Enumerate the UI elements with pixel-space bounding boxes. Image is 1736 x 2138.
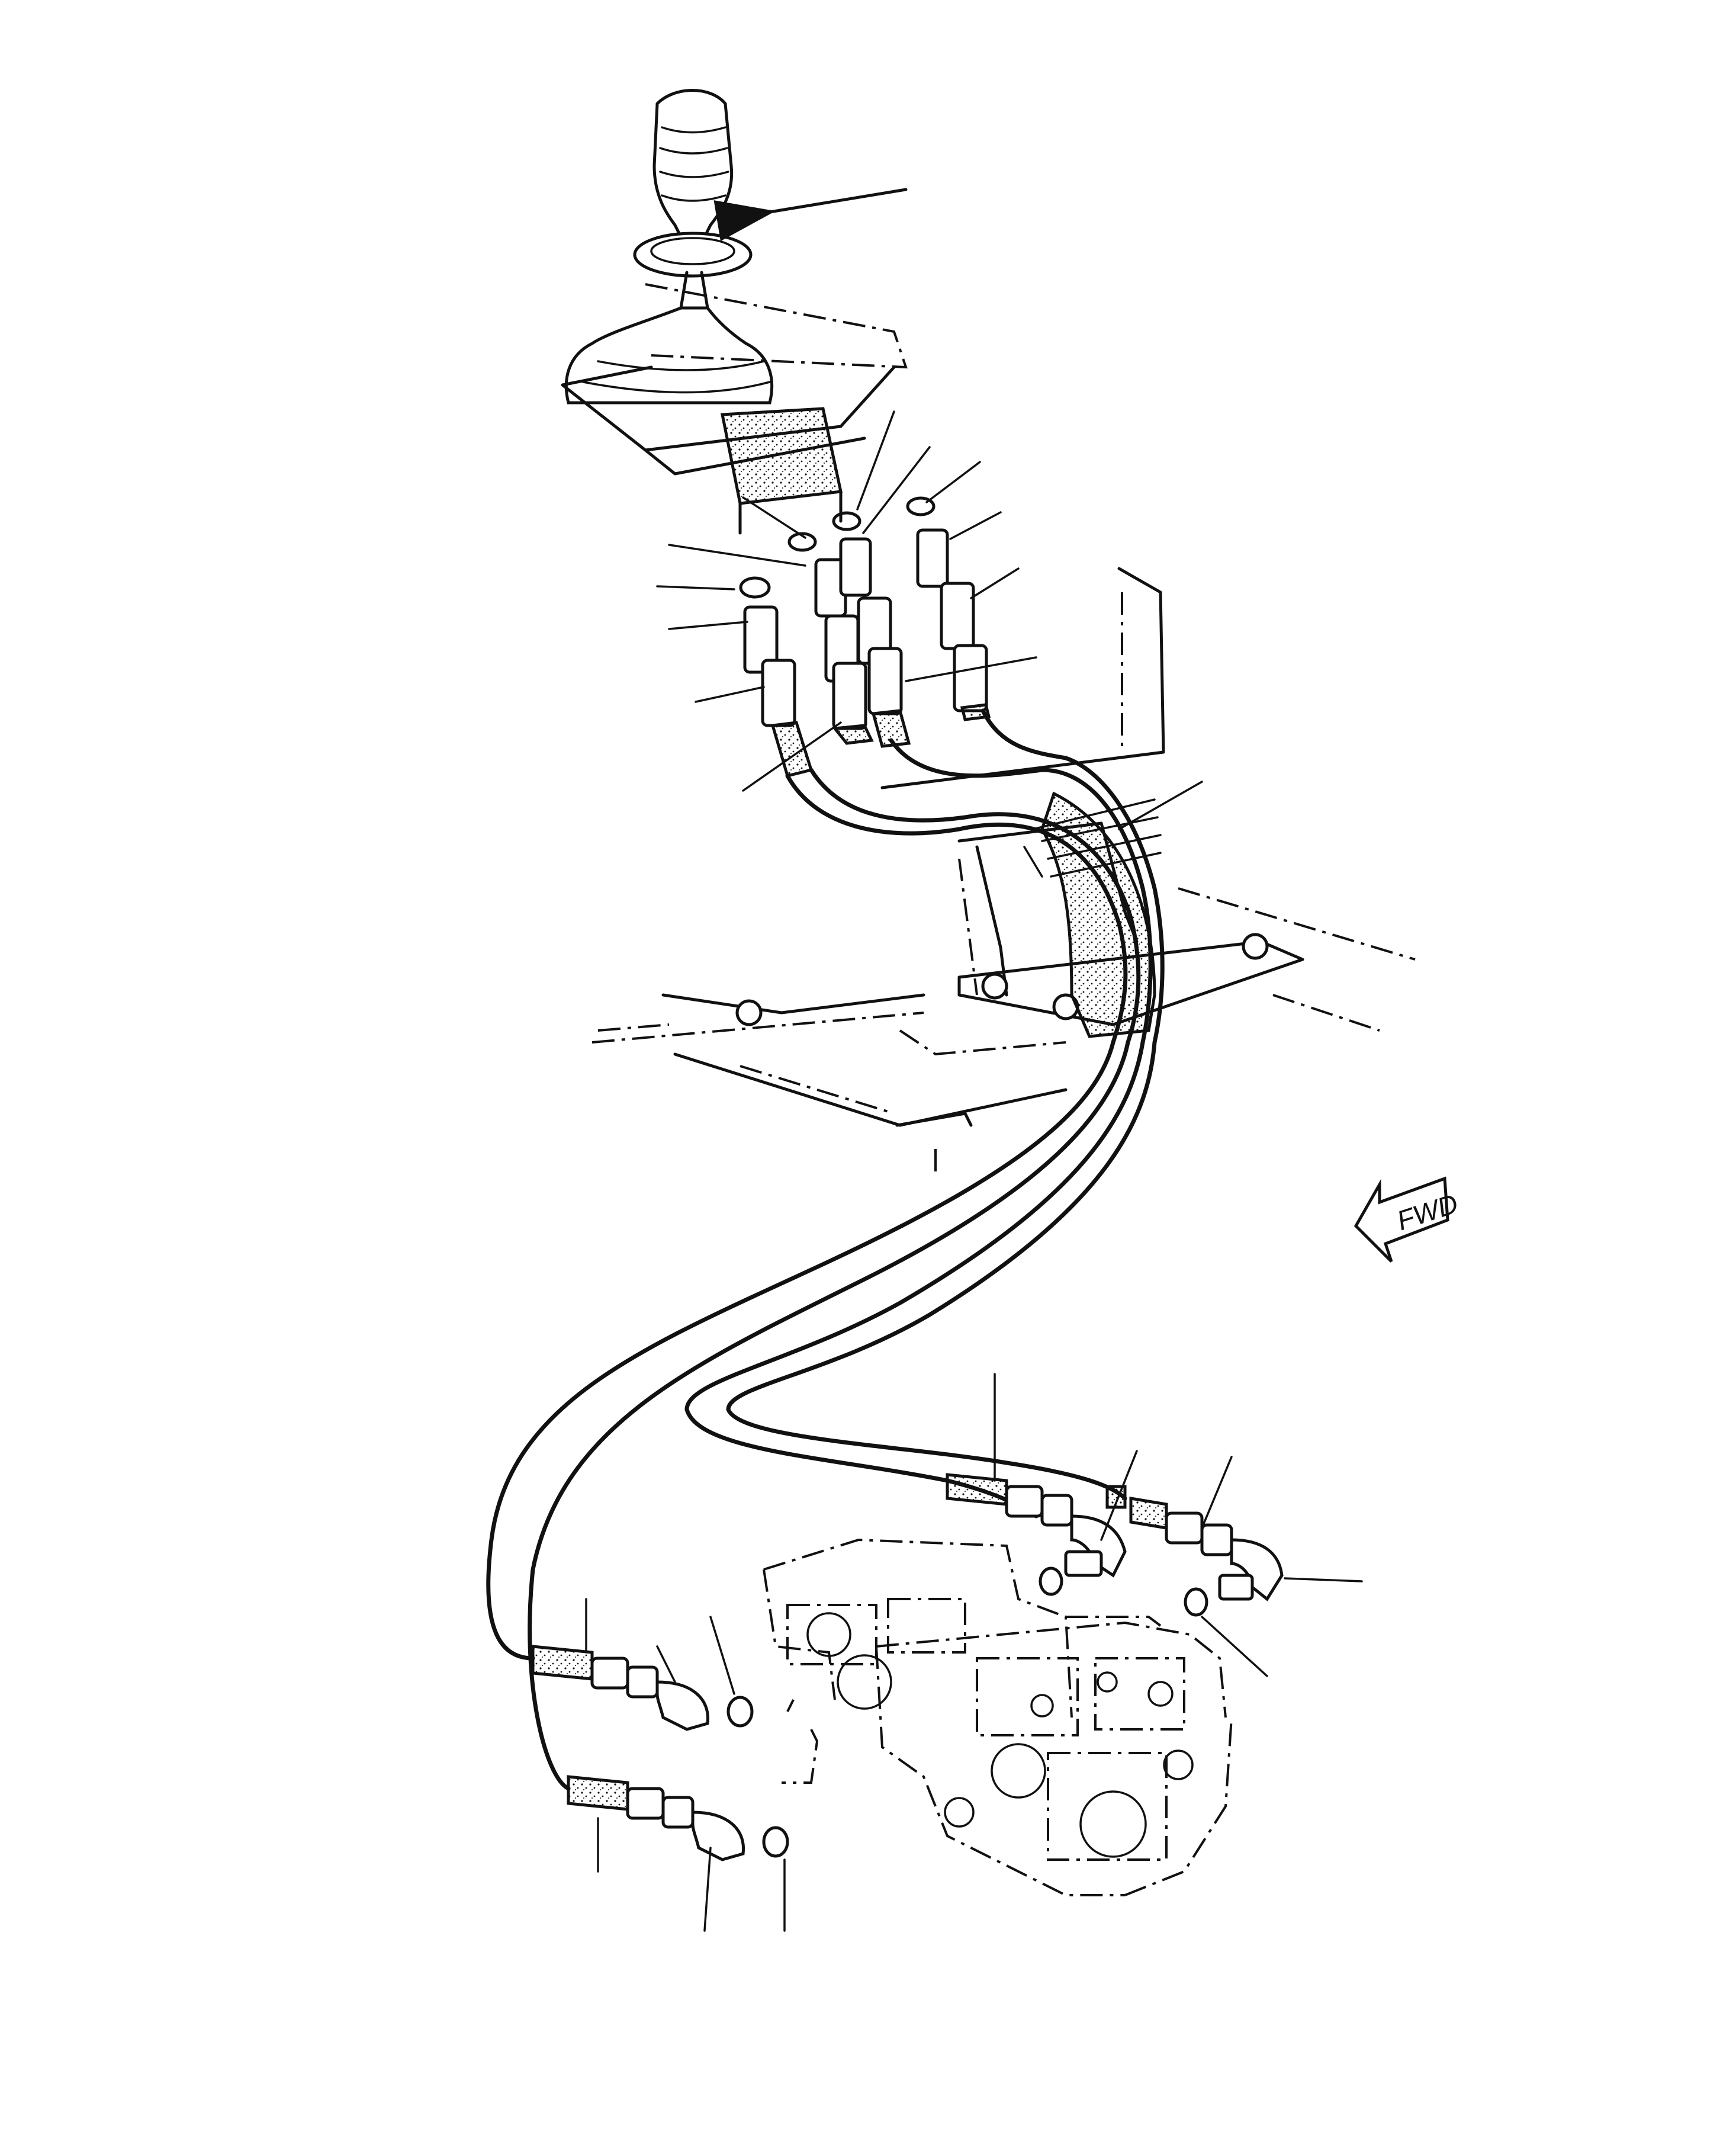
lower-fittings — [531, 1473, 1284, 1861]
handle-callout-arrow — [713, 188, 908, 242]
joystick-handle — [633, 89, 753, 310]
upper-fittings — [739, 496, 991, 778]
pilot-valve-bracket — [561, 283, 908, 535]
forward-direction-arrow: FWD — [1354, 1176, 1462, 1263]
lower-leader-lines — [585, 1373, 1363, 1932]
mounting-plate — [591, 858, 1304, 1179]
control-valve-block — [763, 1538, 1233, 1896]
hose-bundle — [486, 708, 1165, 1791]
upper-leader-lines — [656, 410, 1203, 830]
